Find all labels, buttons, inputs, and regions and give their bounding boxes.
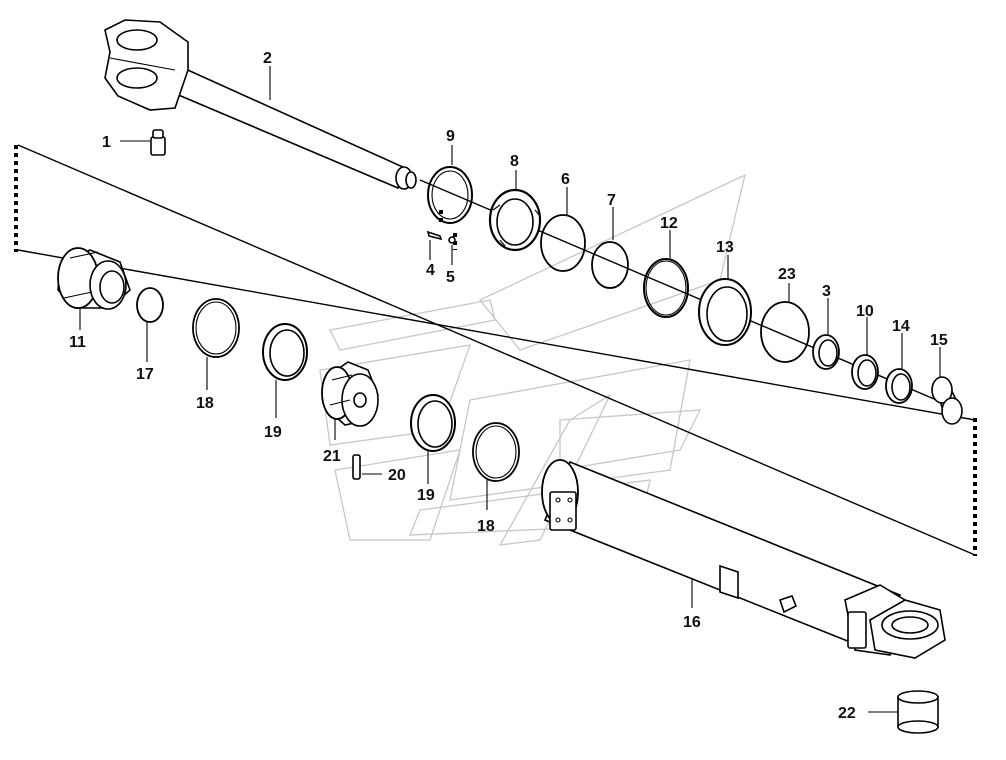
part-ring-12 [643, 258, 689, 318]
label-part-15: 15 [930, 332, 948, 349]
label-part-4: 4 [426, 262, 435, 279]
part-number-labels: 1 2 3 4 5 6 7 8 9 10 11 12 13 14 15 16 1… [69, 50, 948, 722]
part-o-ring-7 [591, 241, 629, 289]
part-cylinder-barrel [541, 459, 946, 659]
label-part-9: 9 [446, 128, 455, 145]
part-piston [321, 361, 379, 427]
label-part-11: 11 [69, 334, 86, 351]
leader-lines [79, 66, 941, 713]
label-part-18-upper: 18 [196, 395, 214, 412]
label-part-2: 2 [263, 50, 272, 67]
part-ring-18-lower [472, 422, 520, 482]
label-part-7: 7 [607, 192, 616, 209]
part-pin-and-ball [426, 230, 456, 244]
label-part-5: 5 [446, 269, 455, 286]
label-part-1: 1 [102, 134, 111, 151]
part-seal-3 [812, 334, 840, 370]
label-part-16: 16 [683, 614, 701, 631]
label-part-18-lower: 18 [477, 518, 495, 535]
label-part-14: 14 [892, 318, 910, 335]
label-part-13: 13 [716, 239, 734, 256]
part-snap-ring [427, 166, 473, 224]
axis-line-lower [17, 249, 976, 421]
part-wiper-seal [698, 278, 752, 346]
part-o-ring-23 [760, 301, 810, 363]
label-part-3: 3 [822, 283, 831, 300]
label-part-6: 6 [561, 171, 570, 188]
part-seal-10 [851, 354, 879, 390]
label-part-8: 8 [510, 153, 519, 170]
label-part-23: 23 [778, 266, 796, 283]
axis-line-main [17, 144, 976, 556]
part-bushing-22 [897, 690, 939, 734]
part-guide-nut [488, 188, 542, 252]
label-part-10: 10 [856, 303, 874, 320]
part-ring-19-upper [262, 323, 308, 381]
part-ring-19-lower [410, 394, 456, 452]
part-grease-nipple [150, 129, 166, 156]
part-bushing-15 [931, 376, 963, 425]
label-part-17: 17 [136, 366, 154, 383]
label-part-21: 21 [323, 448, 341, 465]
label-part-19-lower: 19 [417, 487, 435, 504]
part-seal-14 [885, 368, 913, 404]
part-set-screw [352, 454, 361, 480]
label-part-20: 20 [388, 467, 406, 484]
part-o-ring-17 [136, 287, 164, 323]
part-ring-18-upper [192, 298, 240, 358]
part-piston-rod [104, 19, 417, 190]
label-part-19-upper: 19 [264, 424, 282, 441]
label-part-22: 22 [838, 705, 856, 722]
part-cylinder-head [57, 247, 131, 310]
part-o-ring-6 [540, 214, 586, 272]
label-part-12: 12 [660, 215, 678, 232]
